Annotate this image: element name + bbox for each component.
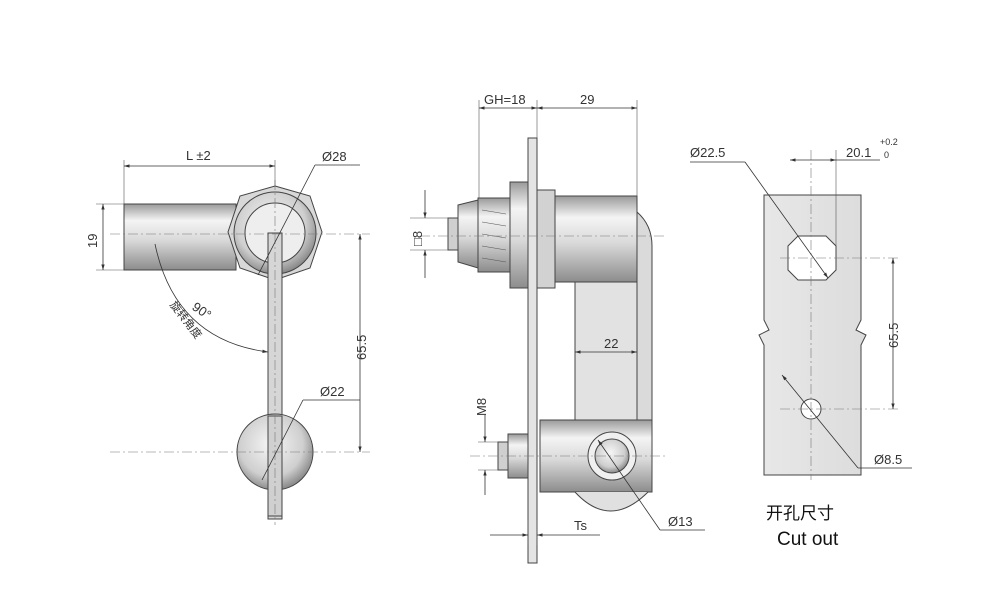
dim-cutout-dia: Ø22.5 bbox=[690, 145, 725, 160]
dim-ts: Ts bbox=[574, 518, 588, 533]
tol-upper: +0.2 bbox=[880, 137, 898, 147]
dim-offset: 22 bbox=[604, 336, 618, 351]
dim-center-distance-left: 65.5 bbox=[354, 335, 369, 360]
key-bar bbox=[123, 203, 237, 271]
dim-flat-width: 20.1 bbox=[846, 145, 871, 160]
nut-assembly bbox=[447, 181, 529, 289]
dim-height: 19 bbox=[85, 234, 100, 248]
cutout-plate bbox=[758, 194, 867, 476]
dim-square: □8 bbox=[410, 231, 425, 246]
dim-cam-dia: Ø22 bbox=[320, 384, 345, 399]
cutout-title-cn: 开孔尺寸 bbox=[766, 504, 834, 524]
lower-cylinder bbox=[539, 419, 653, 512]
dim-cylinder-dia: Ø28 bbox=[322, 149, 347, 164]
dim-thread: M8 bbox=[474, 398, 489, 416]
dim-length: L ±2 bbox=[186, 148, 211, 163]
left-view: L ±2 19 Ø28 65.5 Ø22 90° 旋转角度 bbox=[85, 148, 370, 525]
dim-hole-dia: Ø13 bbox=[668, 514, 693, 529]
dim-small-hole: Ø8.5 bbox=[874, 452, 902, 467]
right-view: Ø22.5 20.1 +0.2 0 65.5 Ø8.5 开孔尺寸 Cut out bbox=[690, 137, 912, 550]
cutout-title-en: Cut out bbox=[777, 529, 839, 550]
dim-body-length: 29 bbox=[580, 92, 594, 107]
tol-lower: 0 bbox=[884, 150, 889, 160]
dim-center-distance-right: 65.5 bbox=[886, 323, 901, 348]
panel-plate bbox=[527, 137, 538, 564]
cylinder-body bbox=[536, 189, 638, 289]
dim-gh: GH=18 bbox=[484, 92, 526, 107]
middle-view: GH=18 29 □8 22 M8 Ts Ø13 bbox=[410, 92, 705, 564]
